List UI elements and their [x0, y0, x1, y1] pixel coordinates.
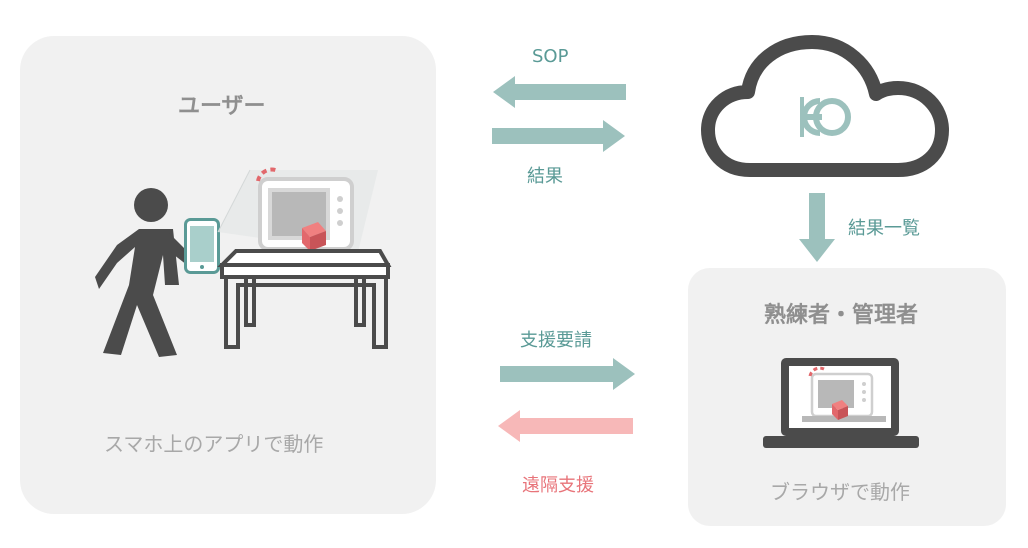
- expert-panel-caption: ブラウザで動作: [770, 480, 910, 504]
- smartphone-icon: [184, 218, 220, 274]
- eo-logo-icon: [800, 97, 851, 137]
- remote-support-arrow: [498, 410, 633, 442]
- result-list-label: 結果一覧: [848, 218, 920, 239]
- user-panel-caption: スマホ上のアプリで動作: [104, 432, 324, 456]
- result-list-arrow: [799, 193, 835, 262]
- result-label: 結果: [527, 166, 563, 187]
- support-request-label: 支援要請: [520, 330, 592, 351]
- sop-arrow: [493, 76, 626, 108]
- sop-label: SOP: [532, 46, 569, 67]
- laptop-icon: [763, 358, 919, 448]
- remote-support-label: 遠隔支援: [522, 475, 594, 496]
- result-arrow: [492, 120, 625, 152]
- expert-panel-title: 熟練者・管理者: [764, 303, 919, 328]
- user-panel-title: ユーザー: [178, 94, 266, 119]
- walking-person-icon: [95, 188, 191, 357]
- support-request-arrow: [500, 358, 635, 390]
- table-microwave-icon: [217, 167, 392, 349]
